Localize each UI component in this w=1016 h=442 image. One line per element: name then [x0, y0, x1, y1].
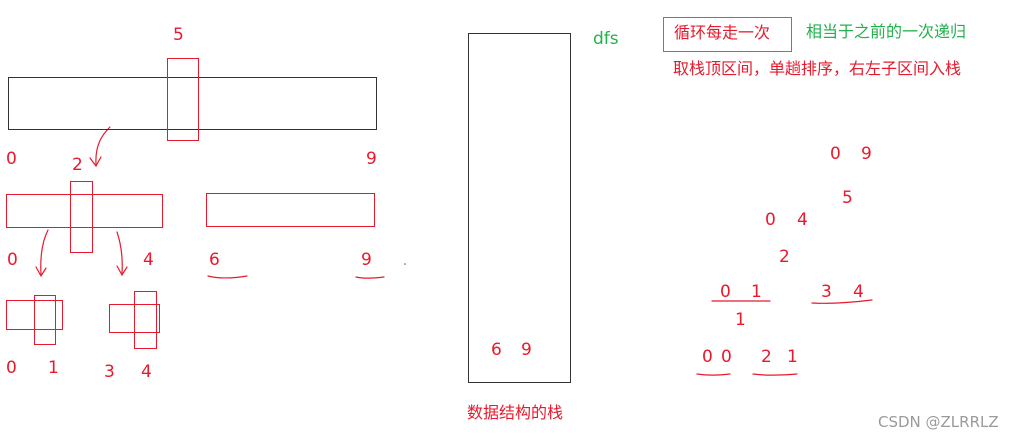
trace-value: 2 [761, 347, 772, 367]
stack-caption: 数据结构的栈 [467, 403, 564, 422]
stack-container [468, 33, 571, 383]
trace-value: 4 [853, 282, 864, 302]
bottom-left-pivot [34, 295, 56, 345]
right-seg-left-index: 6 [209, 250, 220, 270]
trace-value: 3 [821, 282, 832, 302]
trace-value: 0 [765, 210, 776, 230]
trace-value: 1 [751, 282, 762, 302]
equivalent-note: 相当于之前的一次递归 [806, 22, 967, 41]
trace-value: 2 [779, 247, 790, 267]
underline [696, 373, 731, 376]
mid-pivot-box [70, 181, 93, 253]
underline [752, 373, 798, 376]
underline [207, 275, 248, 279]
trace-value: 5 [842, 188, 853, 208]
trace-value: 4 [797, 210, 808, 230]
trace-value: 0 [702, 347, 713, 367]
stack-label: dfs [593, 29, 619, 49]
mid-right-bar [206, 193, 375, 227]
top-right-index: 9 [366, 149, 377, 169]
trace-value: 0 [721, 347, 732, 367]
loop-note-text: 循环每走一次 [674, 23, 771, 42]
bottom-index: 1 [48, 358, 59, 378]
mid-left-bar [6, 194, 163, 228]
trace-value: 9 [861, 144, 872, 164]
stack-entry-start: 6 [491, 340, 502, 360]
stack-entry-end: 9 [521, 340, 532, 360]
mid-pivot-label: 2 [72, 155, 83, 175]
top-pivot-label: 5 [173, 25, 184, 45]
right-seg-right-index: 9 [361, 250, 372, 270]
bottom-index: 4 [141, 362, 152, 382]
mid-right-index: 4 [143, 250, 154, 270]
curved-arrow [40, 229, 49, 275]
top-pivot-box [167, 58, 199, 141]
trace-value: 1 [787, 347, 798, 367]
bottom-index: 0 [6, 358, 17, 378]
trace-value: 1 [735, 310, 746, 330]
top-left-index: 0 [6, 149, 17, 169]
watermark: CSDN @ZLRRLZ [878, 413, 999, 431]
steps-note: 取栈顶区间，单趟排序，右左子区间入栈 [673, 59, 962, 78]
loop-note-box [663, 17, 792, 52]
underline [355, 276, 385, 279]
top-range-bar [8, 77, 377, 130]
curved-arrow [95, 126, 111, 165]
bottom-index: 3 [104, 362, 115, 382]
curved-arrow [116, 231, 123, 274]
trace-value: 0 [830, 144, 841, 164]
mid-left-index: 0 [7, 250, 18, 270]
bottom-right-pivot [134, 291, 157, 349]
trace-value: 0 [720, 282, 731, 302]
